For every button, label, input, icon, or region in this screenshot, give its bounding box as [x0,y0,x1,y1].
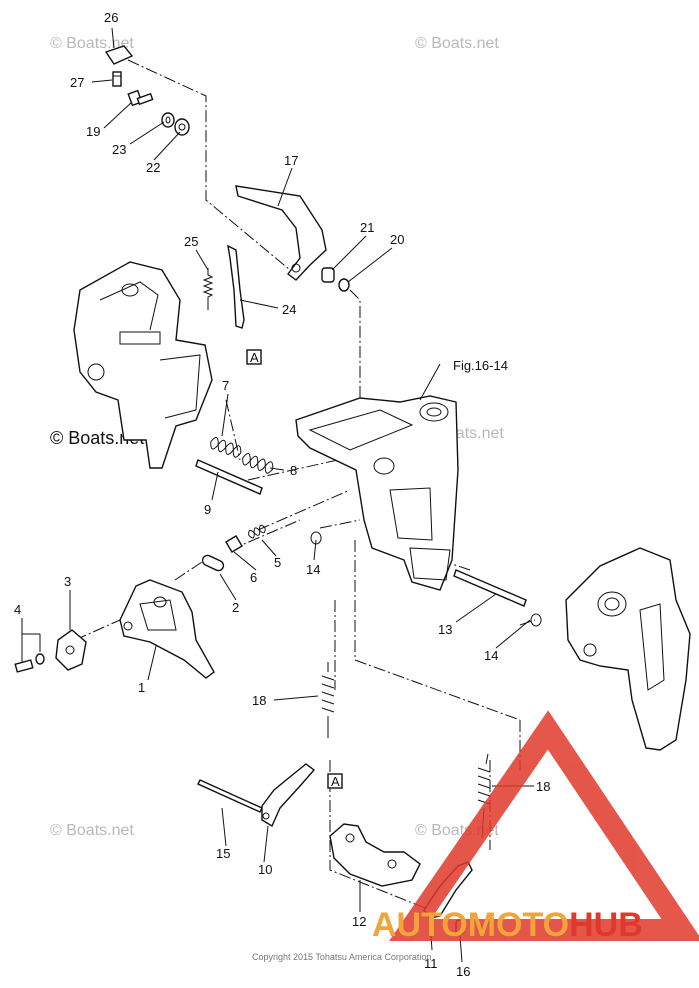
copyright-text: Copyright 2015 Tohatsu America Corporati… [252,952,431,962]
callout-15: 15 [216,846,230,861]
part-4-screw-washer [14,653,45,673]
callout-10: 10 [258,862,272,877]
part-5-spring [248,524,266,539]
part-23-washer [161,112,175,128]
callout-labels: 26 27 19 23 22 17 21 20 25 24 7 8 9 6 5 … [14,10,550,979]
assembly-lines [74,59,536,911]
part-22-washer [174,118,190,136]
callout-14-upper: 14 [306,562,320,577]
callout-3: 3 [64,574,71,589]
svg-text:A: A [331,774,340,789]
part-17-bracket [235,185,327,281]
callout-26: 26 [104,10,118,25]
part-7-spring [210,437,242,458]
figure-reference-label: Fig.16-14 [453,358,508,373]
part-15-rod [197,779,263,813]
callout-24: 24 [282,302,296,317]
part-1-tilt-lever-bracket [119,579,215,679]
callout-11: 11 [424,956,438,971]
svg-text:A: A [250,350,259,365]
part-18-spring-right [477,753,491,839]
callout-16: 16 [456,964,470,979]
callout-18-left: 18 [252,693,266,708]
brand-text: AUTOMOTOHUB [372,906,643,944]
part-2-pin [201,554,225,572]
callout-23: 23 [112,142,126,157]
automotohub-logo [389,710,699,941]
part-6-clip [225,535,243,553]
part-10-lever [261,763,316,828]
watermark-mid-left: © Boats.net [50,428,144,448]
watermark-bottom-left: © Boats.net [50,822,134,839]
part-18-spring-left [321,662,335,738]
brand-text-hub: HUB [569,906,643,944]
callout-12: 12 [352,914,366,929]
part-3-plate [55,629,87,671]
part-19-bolt [127,89,154,107]
part-27-stud [112,71,122,87]
callout-8: 8 [290,463,297,478]
callout-19: 19 [86,124,100,139]
part-8-spring [242,453,274,474]
callout-25: 25 [184,234,198,249]
part-25-spring [202,268,214,310]
callout-1: 1 [138,680,145,695]
callout-7: 7 [222,378,229,393]
callout-17: 17 [284,153,298,168]
watermark-top-right: © Boats.net [415,35,499,52]
callout-14-lower: 14 [484,648,498,663]
part-14-circlip-lower [530,613,542,627]
part-26-clip [104,45,134,65]
callout-20: 20 [390,232,404,247]
callout-9: 9 [204,502,211,517]
part-24-link-rod [227,244,245,329]
swivel-bracket-right [565,547,691,751]
reference-a-top: A [246,349,262,365]
callout-21: 21 [360,220,374,235]
callout-22: 22 [146,160,160,175]
callout-13: 13 [438,622,452,637]
callout-27: 27 [70,75,84,90]
part-13-shaft [453,569,527,607]
part-9-shaft [195,459,263,495]
brand-text-auto: AUTO [372,906,468,944]
part-12-bracket [329,823,421,887]
main-bracket-fig-16-14 [295,395,459,591]
reference-a-bottom: A [327,773,343,789]
callout-5: 5 [274,555,281,570]
callout-2: 2 [232,600,239,615]
swivel-bracket-left [73,261,213,469]
callout-4: 4 [14,602,21,617]
brand-text-moto: MOTO [468,906,569,944]
part-21-bushing [321,267,335,283]
part-20-washer [338,278,350,292]
callout-6: 6 [250,570,257,585]
callout-18-right: 18 [536,779,550,794]
